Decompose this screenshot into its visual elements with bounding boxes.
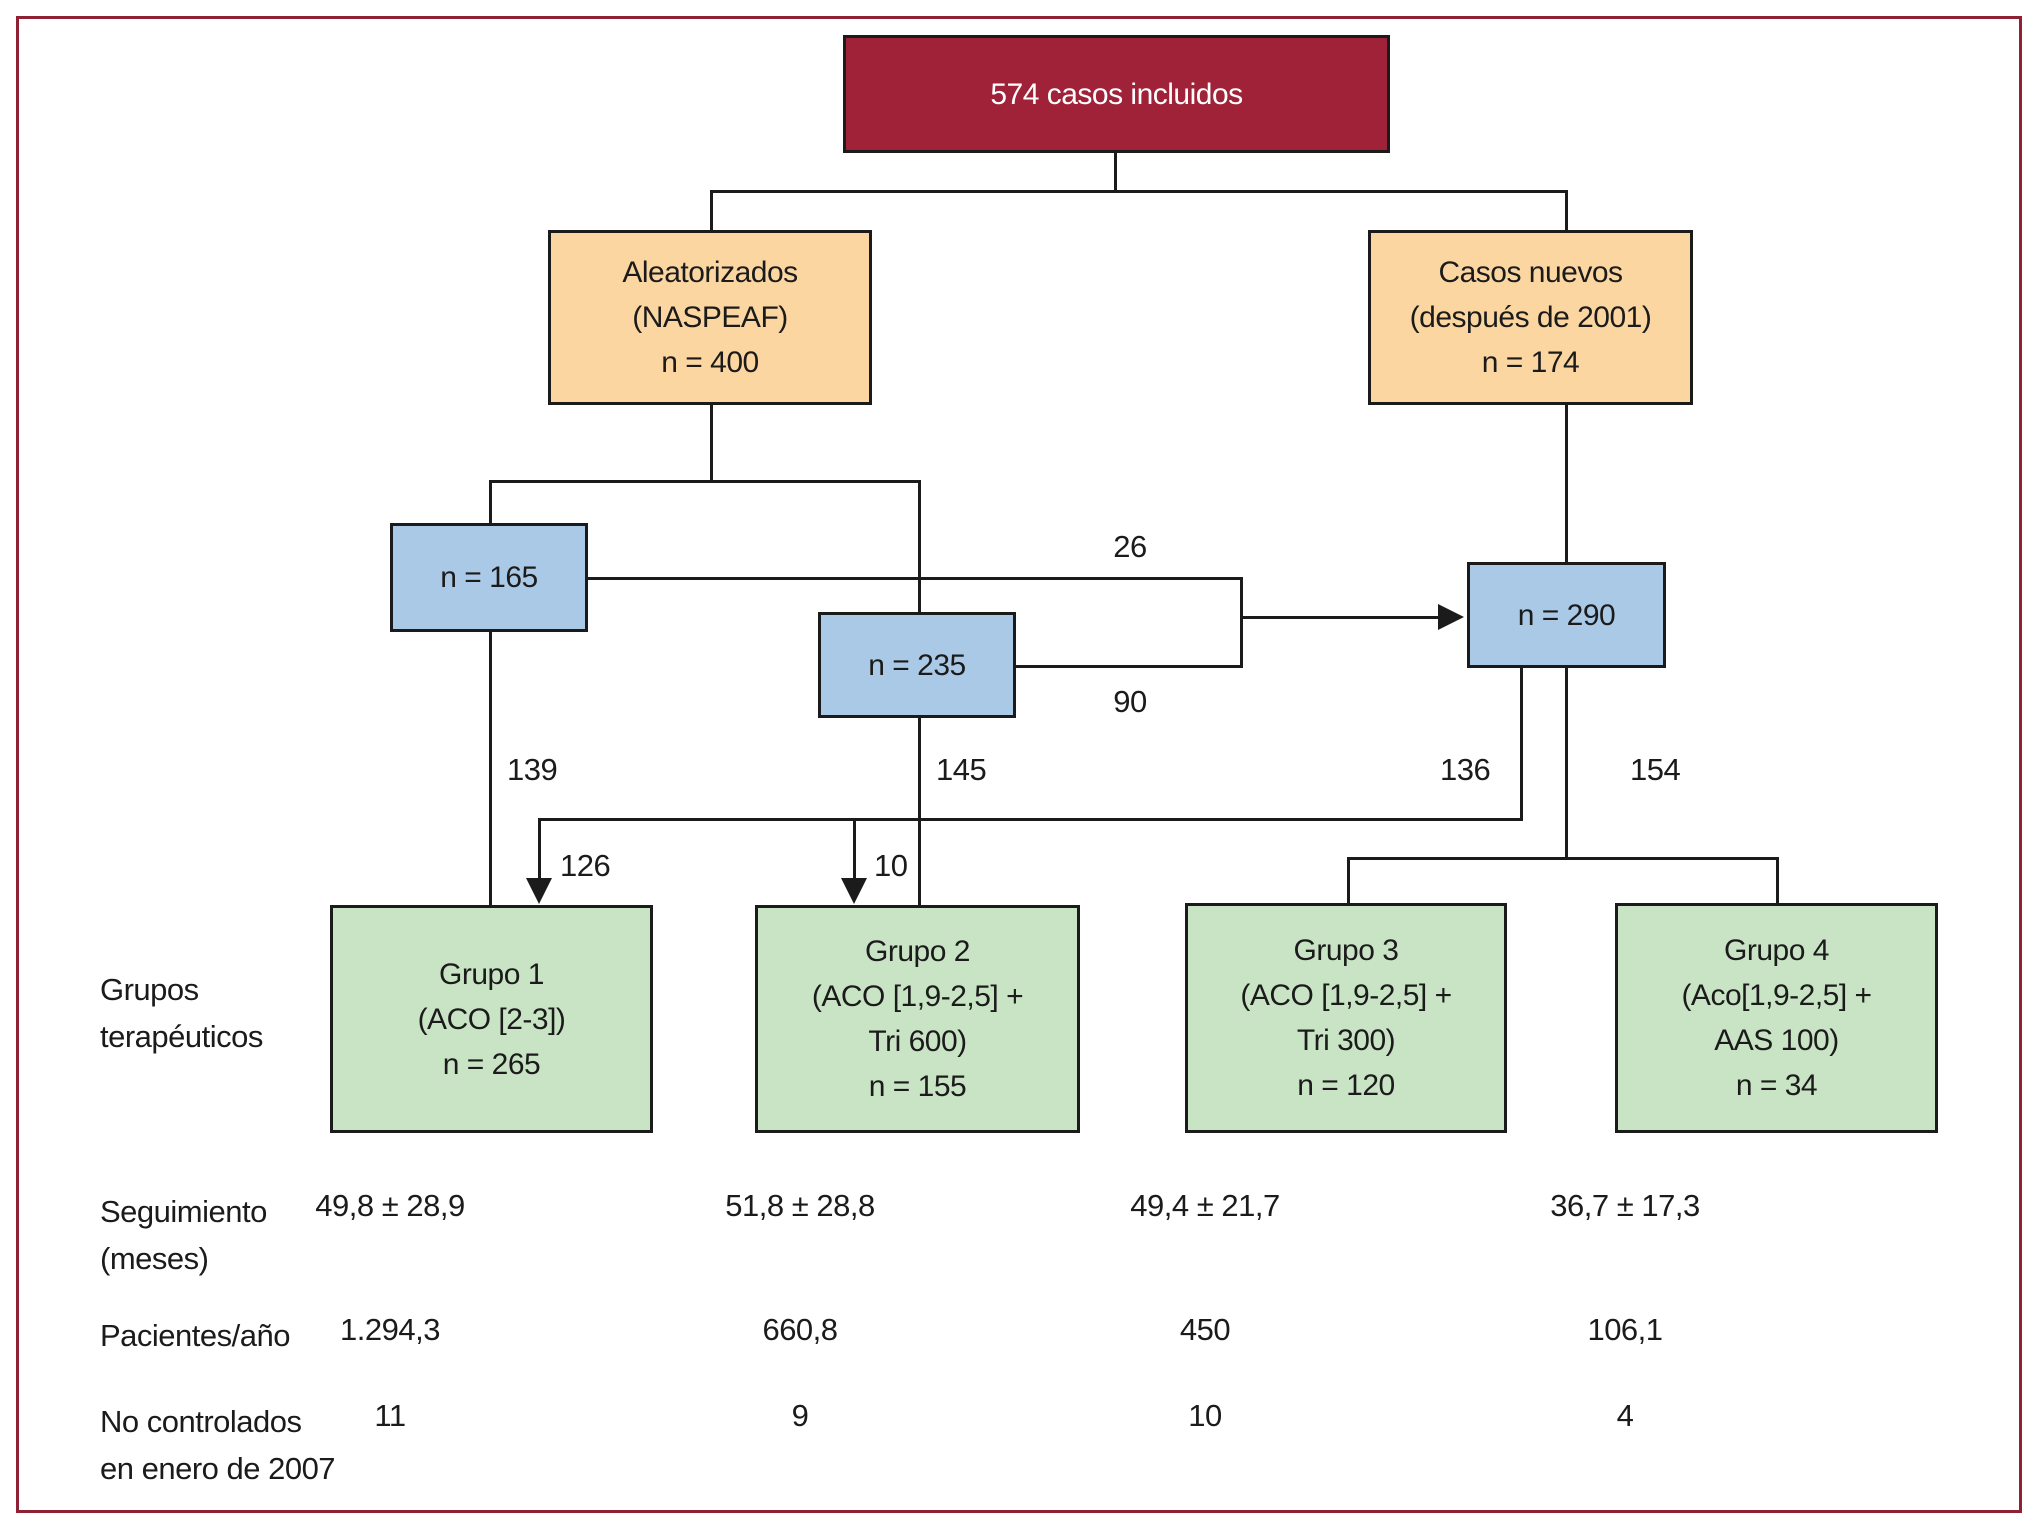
row-label-no-controlados: No controlados en enero de 2007 xyxy=(100,1398,336,1492)
flow-node-n165: n = 165 xyxy=(390,523,588,632)
flow-node-line: (ACO [1,9-2,5] + xyxy=(1240,979,1452,1012)
flow-node-line: (ACO [2-3]) xyxy=(417,1002,566,1036)
connector-154-split xyxy=(1347,857,1779,860)
edge-label-154: 154 xyxy=(1630,752,1681,787)
row-label-line: No controlados xyxy=(100,1404,302,1439)
stat-seguimiento-grupo3: 49,4 ± 21,7 xyxy=(1130,1188,1280,1223)
connector-aleatorizados-down xyxy=(710,405,713,483)
flow-node-line: (después de 2001) xyxy=(1409,301,1652,334)
flow-node-line: Tri 300) xyxy=(1296,1024,1396,1057)
connector-136-stem xyxy=(1520,668,1523,821)
stat-seguimiento-grupo1: 49,8 ± 28,9 xyxy=(315,1188,465,1223)
flow-node-line: n = 174 xyxy=(1481,346,1580,379)
connector-145-line xyxy=(918,718,921,905)
flow-node-line: Aleatorizados xyxy=(622,256,798,289)
stat-pacientes-grupo3: 450 xyxy=(1179,1312,1231,1347)
connector-26-line xyxy=(588,577,1242,580)
row-label-grupos-terapeuticos: Grupos terapéuticos xyxy=(100,966,263,1060)
row-label-line: (meses) xyxy=(100,1241,209,1276)
flow-node-grupo1: Grupo 1 (ACO [2-3]) n = 265 xyxy=(330,905,653,1133)
edge-label-126: 126 xyxy=(560,848,611,883)
flow-node-line: Tri 600) xyxy=(868,1025,967,1058)
connector-merge-vertical xyxy=(1240,577,1243,668)
edge-label-26: 26 xyxy=(1113,529,1147,564)
connector-126-stem xyxy=(538,818,541,882)
connector-into-aleatorizados xyxy=(710,190,713,232)
connector-into-n165 xyxy=(489,480,492,525)
stat-nocontrolados-grupo2: 9 xyxy=(791,1398,809,1433)
stat-pacientes-grupo1: 1.294,3 xyxy=(340,1312,440,1347)
stat-nocontrolados-grupo3: 10 xyxy=(1188,1398,1222,1433)
connector-merge-to-n290 xyxy=(1240,616,1440,619)
connector-136-horizontal xyxy=(538,818,1523,821)
stat-seguimiento-grupo4: 36,7 ± 17,3 xyxy=(1550,1188,1700,1223)
stat-pacientes-grupo2: 660,8 xyxy=(762,1312,838,1347)
row-label-seguimiento: Seguimiento (meses) xyxy=(100,1188,267,1282)
flow-node-grupo3: Grupo 3 (ACO [1,9-2,5] + Tri 300) n = 12… xyxy=(1185,903,1507,1133)
flow-node-aleatorizados: Aleatorizados (NASPEAF) n = 400 xyxy=(548,230,872,405)
row-label-line: Pacientes/año xyxy=(100,1318,290,1353)
flow-node-line: (Aco[1,9-2,5] + xyxy=(1681,979,1872,1012)
flow-node-line: n = 155 xyxy=(868,1070,967,1103)
flow-node-line: n = 34 xyxy=(1735,1069,1818,1102)
flow-node-casos-incluidos: 574 casos incluidos xyxy=(843,35,1390,153)
connector-root-down xyxy=(1114,150,1117,192)
flow-node-line: Grupo 1 xyxy=(439,957,544,991)
connector-into-n290 xyxy=(1565,405,1568,564)
flow-node-line: n = 400 xyxy=(661,346,759,379)
connector-into-grupo3 xyxy=(1347,857,1350,905)
edge-label-90: 90 xyxy=(1113,684,1147,719)
connector-139-line xyxy=(489,632,492,905)
figure-border xyxy=(16,16,2022,1513)
edge-label-145: 145 xyxy=(936,752,987,787)
stat-nocontrolados-grupo4: 4 xyxy=(1616,1398,1634,1433)
arrowhead-into-grupo2-icon xyxy=(841,878,867,904)
connector-naspeaf-split xyxy=(489,480,921,483)
flow-node-grupo2: Grupo 2 (ACO [1,9-2,5] + Tri 600) n = 15… xyxy=(755,905,1080,1133)
flow-node-label: 574 casos incluidos xyxy=(990,77,1243,111)
connector-154-stem xyxy=(1565,668,1568,860)
stat-nocontrolados-grupo1: 11 xyxy=(374,1398,406,1433)
connector-into-n235 xyxy=(918,480,921,614)
flow-node-n235: n = 235 xyxy=(818,612,1016,718)
flow-node-line: Grupo 4 xyxy=(1724,934,1829,967)
flow-node-n290: n = 290 xyxy=(1467,562,1666,668)
row-label-line: Seguimiento xyxy=(100,1194,267,1229)
row-label-pacientes-ano: Pacientes/año xyxy=(100,1312,290,1359)
stat-pacientes-grupo4: 106,1 xyxy=(1587,1312,1663,1347)
arrowhead-into-n290-icon xyxy=(1438,604,1464,630)
row-label-line: terapéuticos xyxy=(100,1019,263,1054)
flow-node-grupo4: Grupo 4 (Aco[1,9-2,5] + AAS 100) n = 34 xyxy=(1615,903,1938,1133)
connector-10-stem xyxy=(853,818,856,882)
row-label-line: Grupos xyxy=(100,972,199,1007)
flow-node-line: (ACO [1,9-2,5] + xyxy=(811,980,1024,1013)
flow-node-label: n = 235 xyxy=(868,648,966,682)
edge-label-139: 139 xyxy=(507,752,558,787)
edge-label-136: 136 xyxy=(1440,752,1491,787)
flow-node-line: (NASPEAF) xyxy=(632,301,788,334)
flow-node-line: Casos nuevos xyxy=(1438,256,1623,289)
flow-node-line: AAS 100) xyxy=(1714,1024,1839,1057)
flow-node-casos-nuevos: Casos nuevos (después de 2001) n = 174 xyxy=(1368,230,1693,405)
connector-90-line xyxy=(1016,665,1243,668)
flow-node-label: n = 165 xyxy=(440,561,538,594)
connector-into-casos-nuevos xyxy=(1565,190,1568,232)
stat-seguimiento-grupo2: 51,8 ± 28,8 xyxy=(725,1188,875,1223)
flow-node-line: n = 120 xyxy=(1297,1069,1395,1102)
edge-label-10: 10 xyxy=(874,848,908,883)
connector-into-grupo4 xyxy=(1776,857,1779,905)
flow-node-line: Grupo 3 xyxy=(1293,934,1399,967)
flow-node-label: n = 290 xyxy=(1517,598,1616,632)
connector-top-split xyxy=(710,190,1568,193)
flow-node-line: Grupo 2 xyxy=(865,935,970,968)
flow-node-line: n = 265 xyxy=(442,1047,541,1081)
arrowhead-into-grupo1-icon xyxy=(526,878,552,904)
row-label-line: en enero de 2007 xyxy=(100,1451,336,1486)
